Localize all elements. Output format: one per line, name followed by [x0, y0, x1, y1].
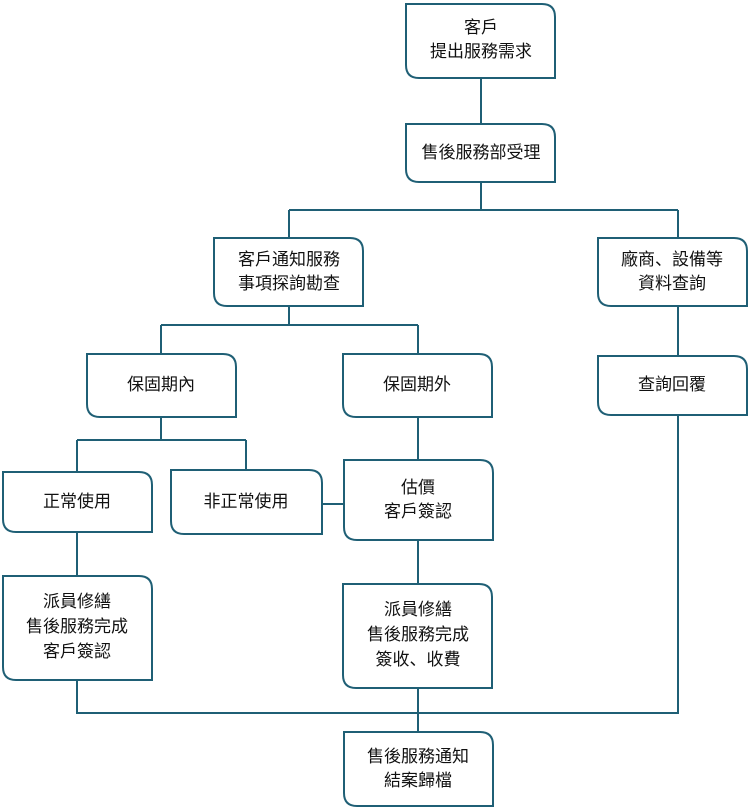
- node-after-sales-accept: 售後服務部受理: [405, 123, 556, 183]
- node-within-warranty: 保固期內: [86, 353, 237, 418]
- node-quote-sign-line1: 估價: [401, 478, 435, 498]
- node-dispatch-complete-collect-line3: 簽收、收費: [376, 650, 461, 670]
- node-vendor-equipment-query: 廠商、設備等 資料查詢: [597, 237, 748, 307]
- node-dispatch-complete-collect: 派員修繕 售後服務完成 簽收、收費: [342, 583, 493, 689]
- node-dispatch-complete-sign-line2: 售後服務完成: [26, 617, 128, 637]
- connector-merge-to-close: [76, 415, 679, 732]
- node-after-sales-accept-line1: 售後服務部受理: [422, 143, 541, 163]
- node-abnormal-use: 非正常使用: [170, 469, 323, 535]
- node-dispatch-complete-sign-line3: 客戶簽認: [43, 642, 111, 662]
- node-dispatch-complete-collect-line1: 派員修繕: [384, 600, 452, 620]
- connector-accept-split: [288, 182, 679, 238]
- node-quote-sign-line2: 客戶簽認: [384, 502, 452, 522]
- connector-within-split: [76, 417, 247, 472]
- node-quote-sign: 估價 客戶簽認: [343, 459, 494, 541]
- node-outside-warranty-line1: 保固期外: [383, 375, 451, 395]
- node-customer-request-line2: 提出服務需求: [430, 42, 532, 62]
- node-notify-inspection: 客戶通知服務 事項探詢勘查: [213, 237, 364, 307]
- node-dispatch-complete-sign: 派員修繕 售後服務完成 客戶簽認: [2, 575, 153, 681]
- node-outside-warranty: 保固期外: [342, 353, 493, 418]
- node-dispatch-complete-collect-line2: 售後服務完成: [367, 625, 469, 645]
- node-query-reply: 查詢回覆: [597, 355, 748, 416]
- connector-inspection-split: [160, 306, 419, 354]
- node-notify-inspection-line1: 客戶通知服務: [238, 250, 340, 270]
- node-within-warranty-line1: 保固期內: [127, 375, 195, 395]
- node-normal-use-line1: 正常使用: [43, 491, 111, 512]
- node-notify-close: 售後服務通知 結案歸檔: [343, 731, 494, 807]
- node-dispatch-complete-sign-line1: 派員修繕: [43, 592, 111, 612]
- node-notify-inspection-line2: 事項探詢勘查: [238, 274, 340, 294]
- node-vendor-equipment-query-line1: 廠商、設備等: [621, 249, 723, 270]
- connectors: [76, 78, 679, 732]
- node-notify-close-line2: 結案歸檔: [384, 771, 452, 791]
- node-abnormal-use-line1: 非正常使用: [204, 491, 289, 512]
- node-normal-use: 正常使用: [2, 471, 153, 533]
- node-query-reply-line1: 查詢回覆: [638, 375, 706, 395]
- node-customer-request-line1: 客戶: [464, 18, 498, 38]
- node-customer-request: 客戶 提出服務需求: [405, 3, 556, 79]
- node-notify-close-line1: 售後服務通知: [367, 747, 469, 767]
- node-vendor-equipment-query-line2: 資料查詢: [638, 274, 706, 294]
